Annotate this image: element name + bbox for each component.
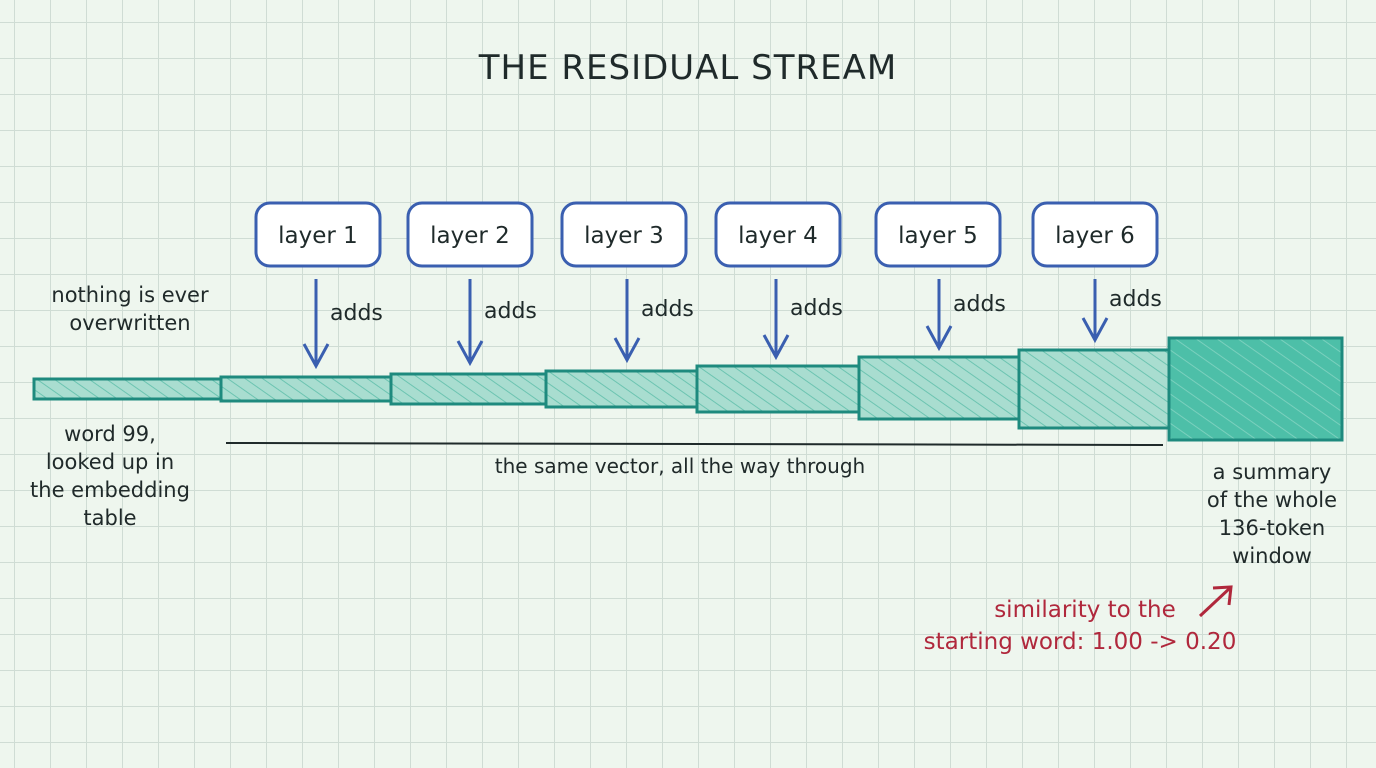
layer-3-adds-label: adds <box>641 297 694 322</box>
layer-2-arrow-head <box>456 340 484 367</box>
summary-note-line-4: window <box>1232 544 1312 568</box>
residual-stream <box>32 336 1344 442</box>
stream-segment-5 <box>857 355 1021 421</box>
overwritten-note-line-1: nothing is ever <box>51 283 209 307</box>
layer-1: layer 1 adds <box>254 201 383 370</box>
layer-1-box <box>254 201 382 268</box>
layer-1-adds-label: adds <box>330 301 383 326</box>
layer-3: layer 3 adds <box>560 201 694 364</box>
summary-note-line-3: 136-token <box>1218 516 1326 540</box>
layer-3-arrow-head <box>613 337 641 364</box>
summary-note: a summary of the whole 136-token window <box>1172 458 1372 570</box>
layer-5-arrow-head <box>925 325 953 352</box>
layer-5: layer 5 adds <box>874 201 1006 352</box>
layer-5-label: layer 5 <box>898 223 978 249</box>
start-word-note-line-3: the embedding <box>30 478 190 502</box>
start-word-note-line-1: word 99, <box>64 422 156 446</box>
layer-5-box <box>874 201 1002 268</box>
layer-6: layer 6 adds <box>1031 201 1162 344</box>
diagram-title: THE RESIDUAL STREAM <box>478 48 898 88</box>
start-word-note-line-4: table <box>83 506 137 530</box>
layer-3-label: layer 3 <box>584 223 664 249</box>
stream-segment-final <box>1167 336 1344 442</box>
similarity-arrow-shaft <box>1198 586 1232 618</box>
similarity-arrow-head <box>1212 585 1233 606</box>
layers-group: layer 1 adds layer 2 adds layer 3 adds <box>254 201 1162 370</box>
layer-4-box <box>714 201 842 268</box>
same-vector-line <box>225 442 1164 446</box>
stream-segment-0 <box>32 377 223 401</box>
layer-6-label: layer 6 <box>1055 223 1135 249</box>
overwritten-note: nothing is ever overwritten <box>30 281 230 337</box>
stream-segment-3 <box>544 369 699 409</box>
stream-segment-4 <box>695 364 861 414</box>
layer-2: layer 2 adds <box>406 201 537 367</box>
layer-4-label: layer 4 <box>738 223 818 249</box>
stream-segment-6 <box>1017 348 1171 430</box>
layer-4-adds-label: adds <box>790 296 843 321</box>
summary-note-line-1: a summary <box>1212 460 1332 484</box>
layer-2-adds-label: adds <box>484 299 537 324</box>
layer-4-arrow-head <box>762 334 790 361</box>
layer-6-arrow-head <box>1081 317 1109 344</box>
layer-2-label: layer 2 <box>430 223 510 249</box>
layer-1-label: layer 1 <box>278 223 358 249</box>
layer-2-box <box>406 201 534 268</box>
similarity-note-line-2: starting word: 1.00 -> 0.20 <box>923 629 1237 655</box>
layer-3-box <box>560 201 688 268</box>
layer-6-adds-label: adds <box>1109 287 1162 312</box>
similarity-note: similarity to the starting word: 1.00 ->… <box>900 594 1260 658</box>
summary-note-line-2: of the whole <box>1206 488 1338 512</box>
layer-1-arrow-head <box>302 343 330 370</box>
similarity-note-line-1: similarity to the <box>994 597 1176 623</box>
start-word-note-line-2: looked up in <box>45 450 175 474</box>
same-vector-note: the same vector, all the way through <box>494 454 866 478</box>
stream-segment-1 <box>219 375 393 403</box>
layer-5-adds-label: adds <box>953 292 1006 317</box>
layer-6-box <box>1031 201 1159 268</box>
layer-4: layer 4 adds <box>714 201 843 361</box>
overwritten-note-line-2: overwritten <box>69 311 191 335</box>
start-word-note: word 99, looked up in the embedding tabl… <box>10 420 210 532</box>
stream-segment-2 <box>389 372 548 406</box>
